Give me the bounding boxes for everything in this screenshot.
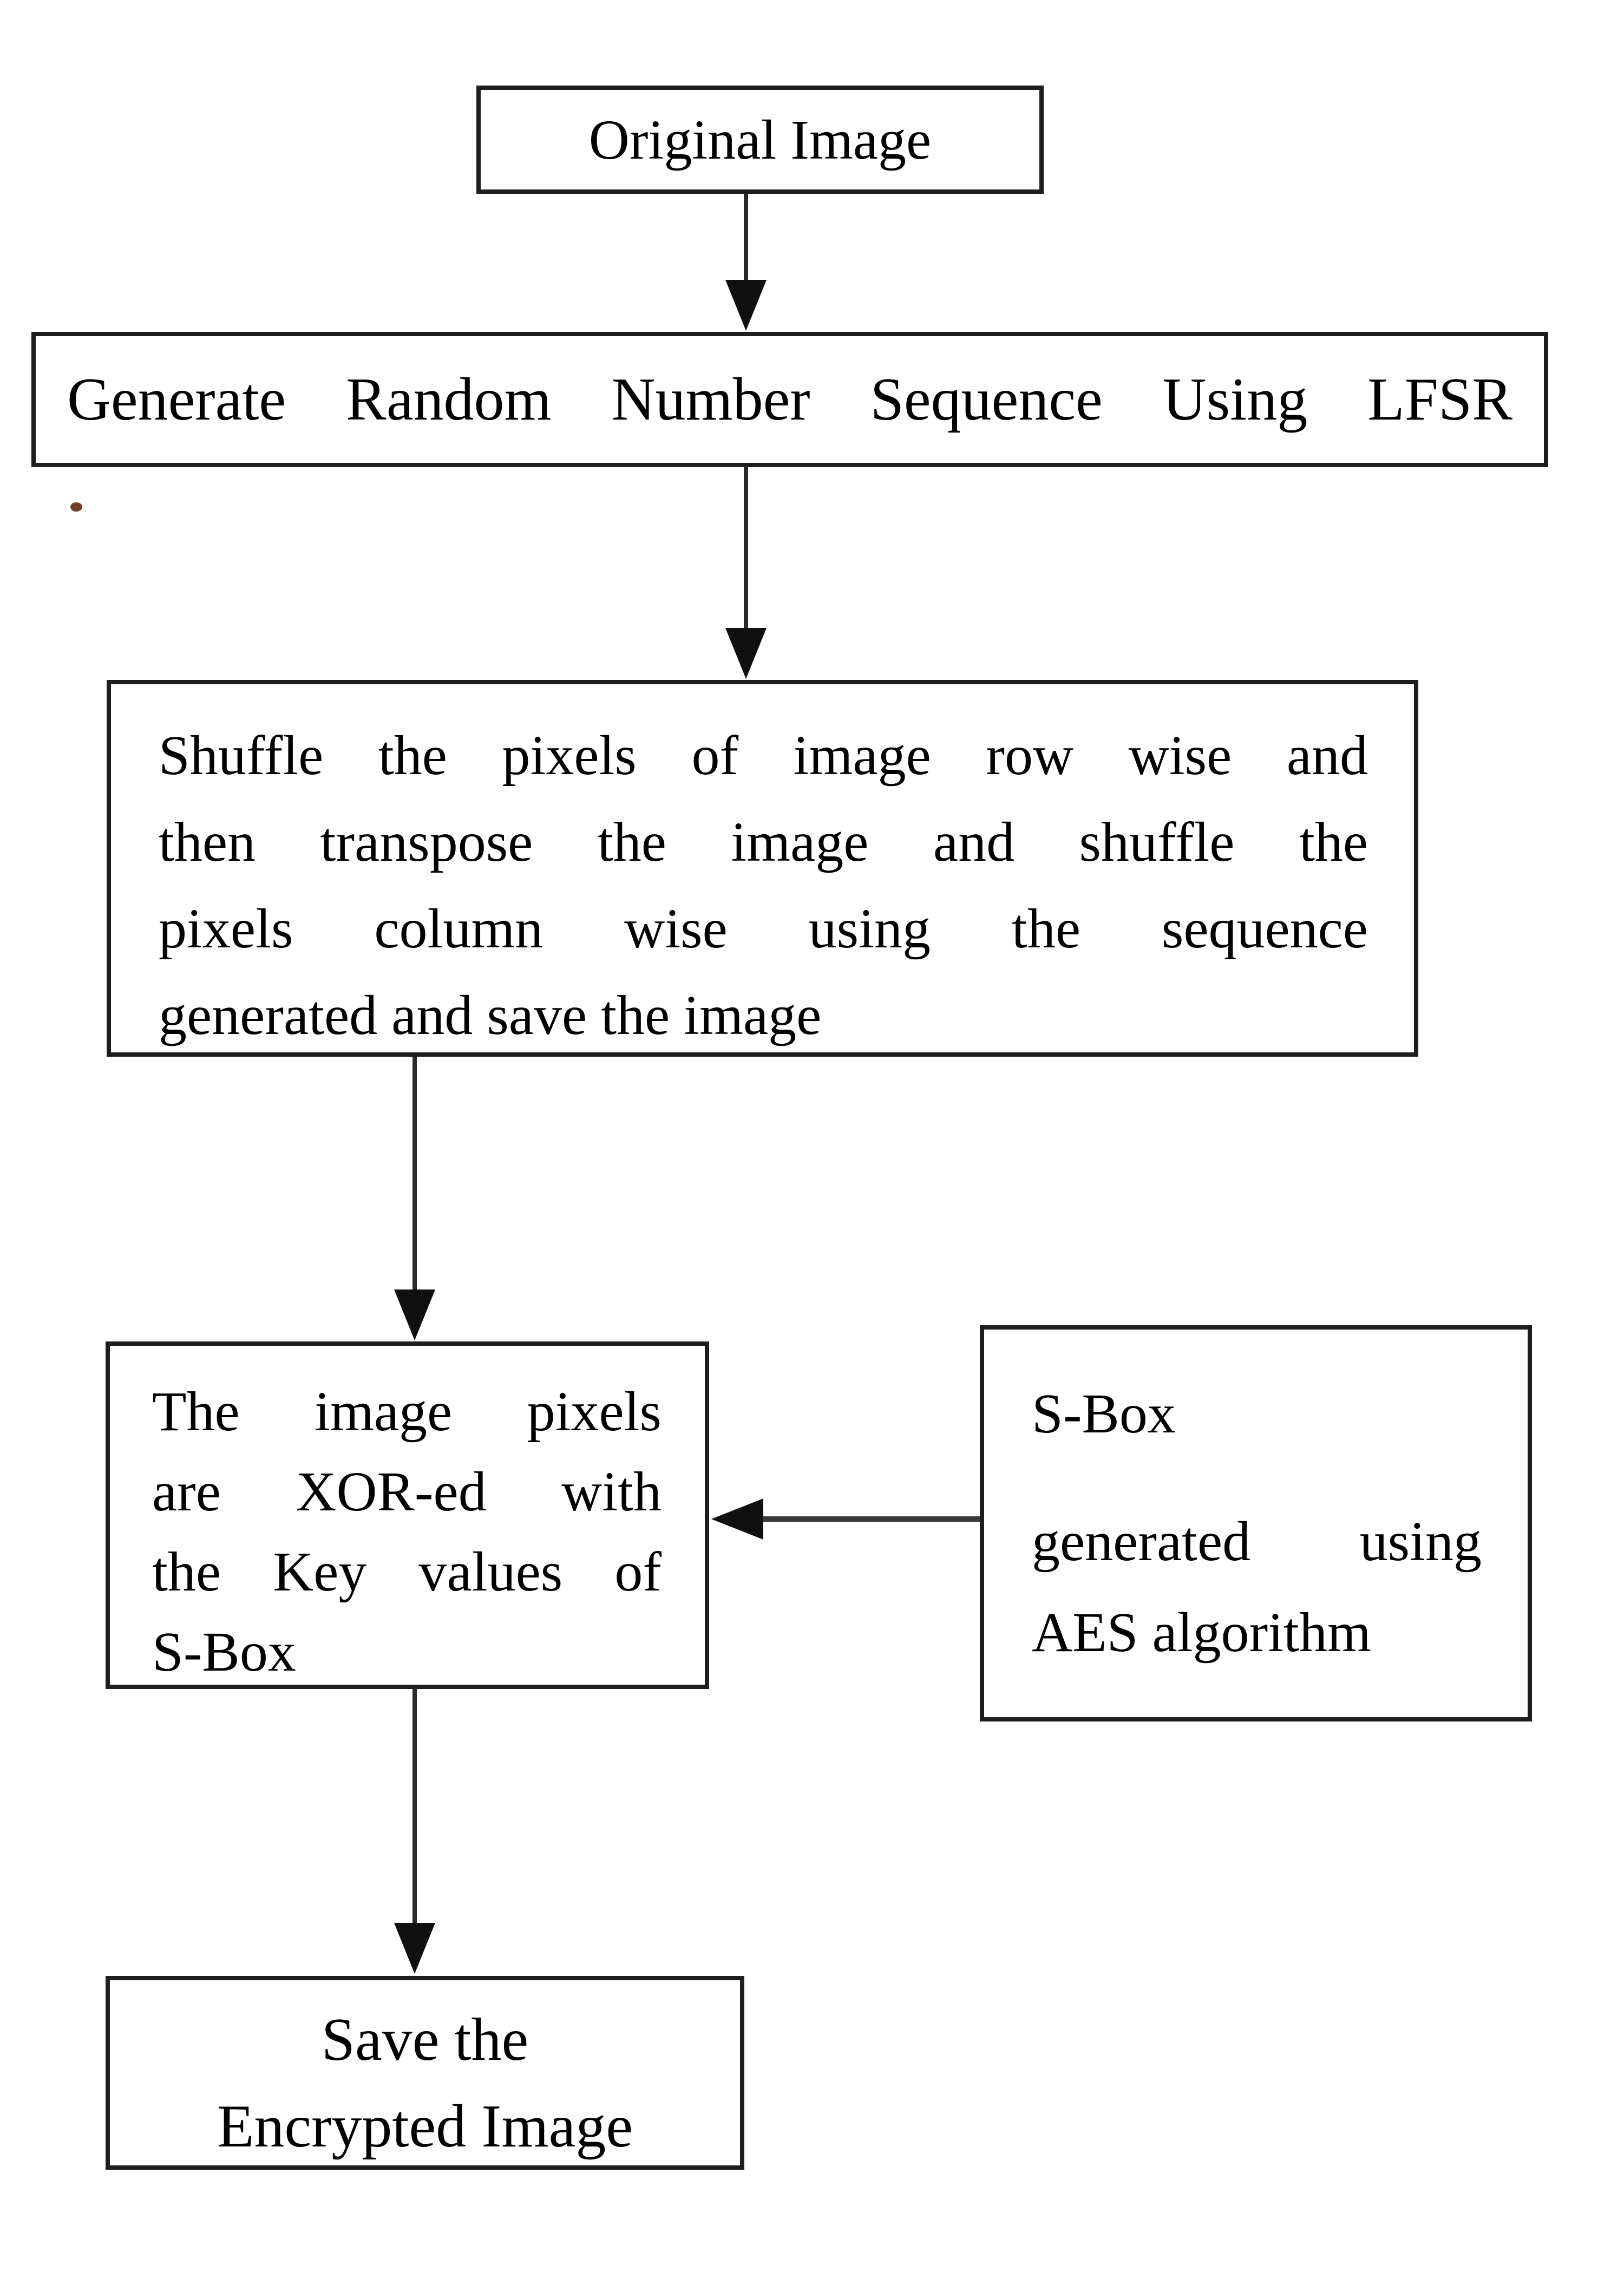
node-generate-lfsr-label: Generate Random Number Sequence Using LF… [67, 365, 1512, 433]
node-xor-line-1: The image pixels [152, 1380, 662, 1443]
node-sbox-aes: S-Box generated using AES algorithm [980, 1325, 1532, 1721]
node-original-image-label: Original Image [588, 108, 932, 171]
stray-dot-artifact [70, 502, 82, 512]
arrow-original-to-lfsr [725, 193, 767, 331]
node-save-encrypted: Save the Encrypted Image [106, 1976, 744, 2170]
node-shuffle-line-3: pixels column wise using the sequence [159, 898, 1368, 960]
node-save-line-2: Encrypted Image [217, 2093, 633, 2160]
node-sbox-line-1: S-Box [1032, 1383, 1176, 1445]
node-xor-line-4: S-Box [152, 1621, 296, 1683]
node-xor-line-3: the Key values of [152, 1541, 662, 1603]
node-shuffle-pixels: Shuffle the pixels of image row wise and… [107, 680, 1418, 1057]
node-xor-sbox: The image pixels are XOR-ed with the Key… [106, 1341, 709, 1689]
node-shuffle-line-4: generated and save the image [159, 984, 822, 1046]
arrow-xor-to-save [394, 1689, 435, 1974]
node-sbox-line-3: AES algorithm [1032, 1601, 1371, 1664]
node-shuffle-line-1: Shuffle the pixels of image row wise and [159, 724, 1368, 787]
node-save-line-1: Save the [321, 2006, 529, 2073]
node-shuffle-line-2: then transpose the image and shuffle the [159, 811, 1368, 873]
node-generate-lfsr: Generate Random Number Sequence Using LF… [31, 332, 1548, 467]
node-original-image: Original Image [476, 86, 1044, 194]
arrow-shuffle-to-xor [394, 1056, 435, 1340]
arrow-lfsr-to-shuffle [725, 466, 767, 679]
node-sbox-line-2: generated using [1032, 1510, 1482, 1573]
arrow-sbox-to-xor [711, 1498, 980, 1540]
node-xor-line-2: are XOR-ed with [152, 1461, 662, 1523]
